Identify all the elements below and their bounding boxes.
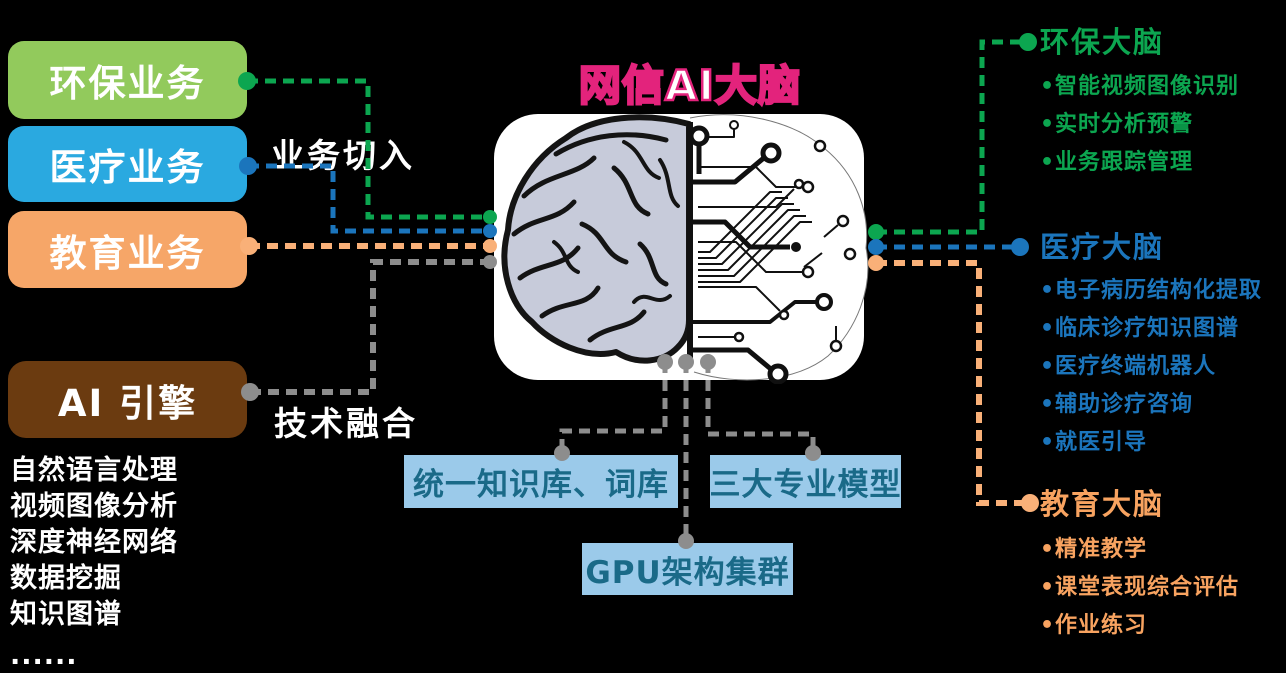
business-entry-label: 业务切入 — [271, 136, 415, 175]
env-brain-item: •业务跟踪管理 — [1040, 150, 1194, 175]
education-brain-section: 教育大脑 •精准教学 •课堂表现综合评估 •作业练习 — [1040, 486, 1239, 645]
capability-data-mining: 数据挖掘 — [10, 563, 122, 594]
medical-brain-section: 医疗大脑 •电子病历结构化提取 •临床诊疗知识图谱 •医疗终端机器人 •辅助诊疗… — [1040, 229, 1262, 462]
education-business-label: 教育业务 — [49, 231, 206, 275]
env-brain-item: •智能视频图像识别 — [1040, 74, 1240, 99]
medical-brain-item: •辅助诊疗咨询 — [1040, 392, 1194, 417]
env-business-box: 环保业务 — [8, 41, 247, 119]
education-brain-item: •课堂表现综合评估 — [1040, 575, 1240, 600]
brain-illustration — [494, 112, 872, 385]
capability-deep-neural-network: 深度神经网络 — [10, 527, 178, 558]
medical-brain-title: 医疗大脑 — [1040, 230, 1165, 264]
capability-video-analysis: 视频图像分析 — [10, 491, 178, 522]
env-business-label: 环保业务 — [49, 62, 206, 105]
medical-business-box: 医疗业务 — [8, 126, 247, 202]
connector-env-out — [876, 39, 1028, 235]
env-section-dot — [1019, 33, 1037, 51]
capability-knowledge-graph: 知识图谱 — [10, 599, 122, 630]
medical-brain-item: •就医引导 — [1040, 430, 1148, 455]
ai-engine-box: AI 引擎 — [8, 361, 247, 438]
ai-engine-label: AI 引擎 — [57, 381, 198, 425]
env-brain-title: 环保大脑 — [1040, 25, 1165, 59]
env-brain-section: 环保大脑 •智能视频图像识别 •实时分析预警 •业务跟踪管理 — [1040, 24, 1239, 182]
medical-brain-item: •医疗终端机器人 — [1040, 354, 1217, 379]
knowledge-base-box: 统一知识库、词库 — [404, 455, 678, 508]
edu-section-dot — [1021, 494, 1039, 512]
education-brain-item: •精准教学 — [1040, 537, 1148, 562]
diagram-title: 网信AI大脑 — [578, 60, 802, 112]
med-section-dot — [1011, 238, 1029, 256]
gpu-cluster-label: GPU架构集群 — [585, 554, 790, 591]
education-brain-item: •作业练习 — [1040, 613, 1148, 638]
env-brain-item: •实时分析预警 — [1040, 112, 1194, 137]
medical-business-label: 医疗业务 — [49, 146, 206, 189]
pro-models-label: 三大专业模型 — [709, 467, 902, 503]
brain-left-hemisphere — [501, 114, 692, 364]
tech-fusion-label: 技术融合 — [274, 404, 418, 443]
pro-models-box: 三大专业模型 — [710, 455, 901, 508]
ai-capability-list: 自然语言处理 视频图像分析 深度神经网络 数据挖掘 知识图谱 ...... — [10, 453, 178, 673]
capability-ellipsis: ...... — [10, 640, 78, 671]
capability-nlp: 自然语言处理 — [10, 455, 178, 486]
medical-brain-item: •临床诊疗知识图谱 — [1040, 316, 1240, 341]
gpu-cluster-box: GPU架构集群 — [582, 543, 793, 595]
brain-svg — [494, 114, 869, 385]
medical-brain-item: •电子病历结构化提取 — [1040, 278, 1263, 303]
education-business-box: 教育业务 — [8, 211, 247, 288]
education-brain-title: 教育大脑 — [1040, 487, 1165, 521]
connector-ai-in — [250, 259, 490, 395]
knowledge-base-label: 统一知识库、词库 — [413, 467, 669, 503]
